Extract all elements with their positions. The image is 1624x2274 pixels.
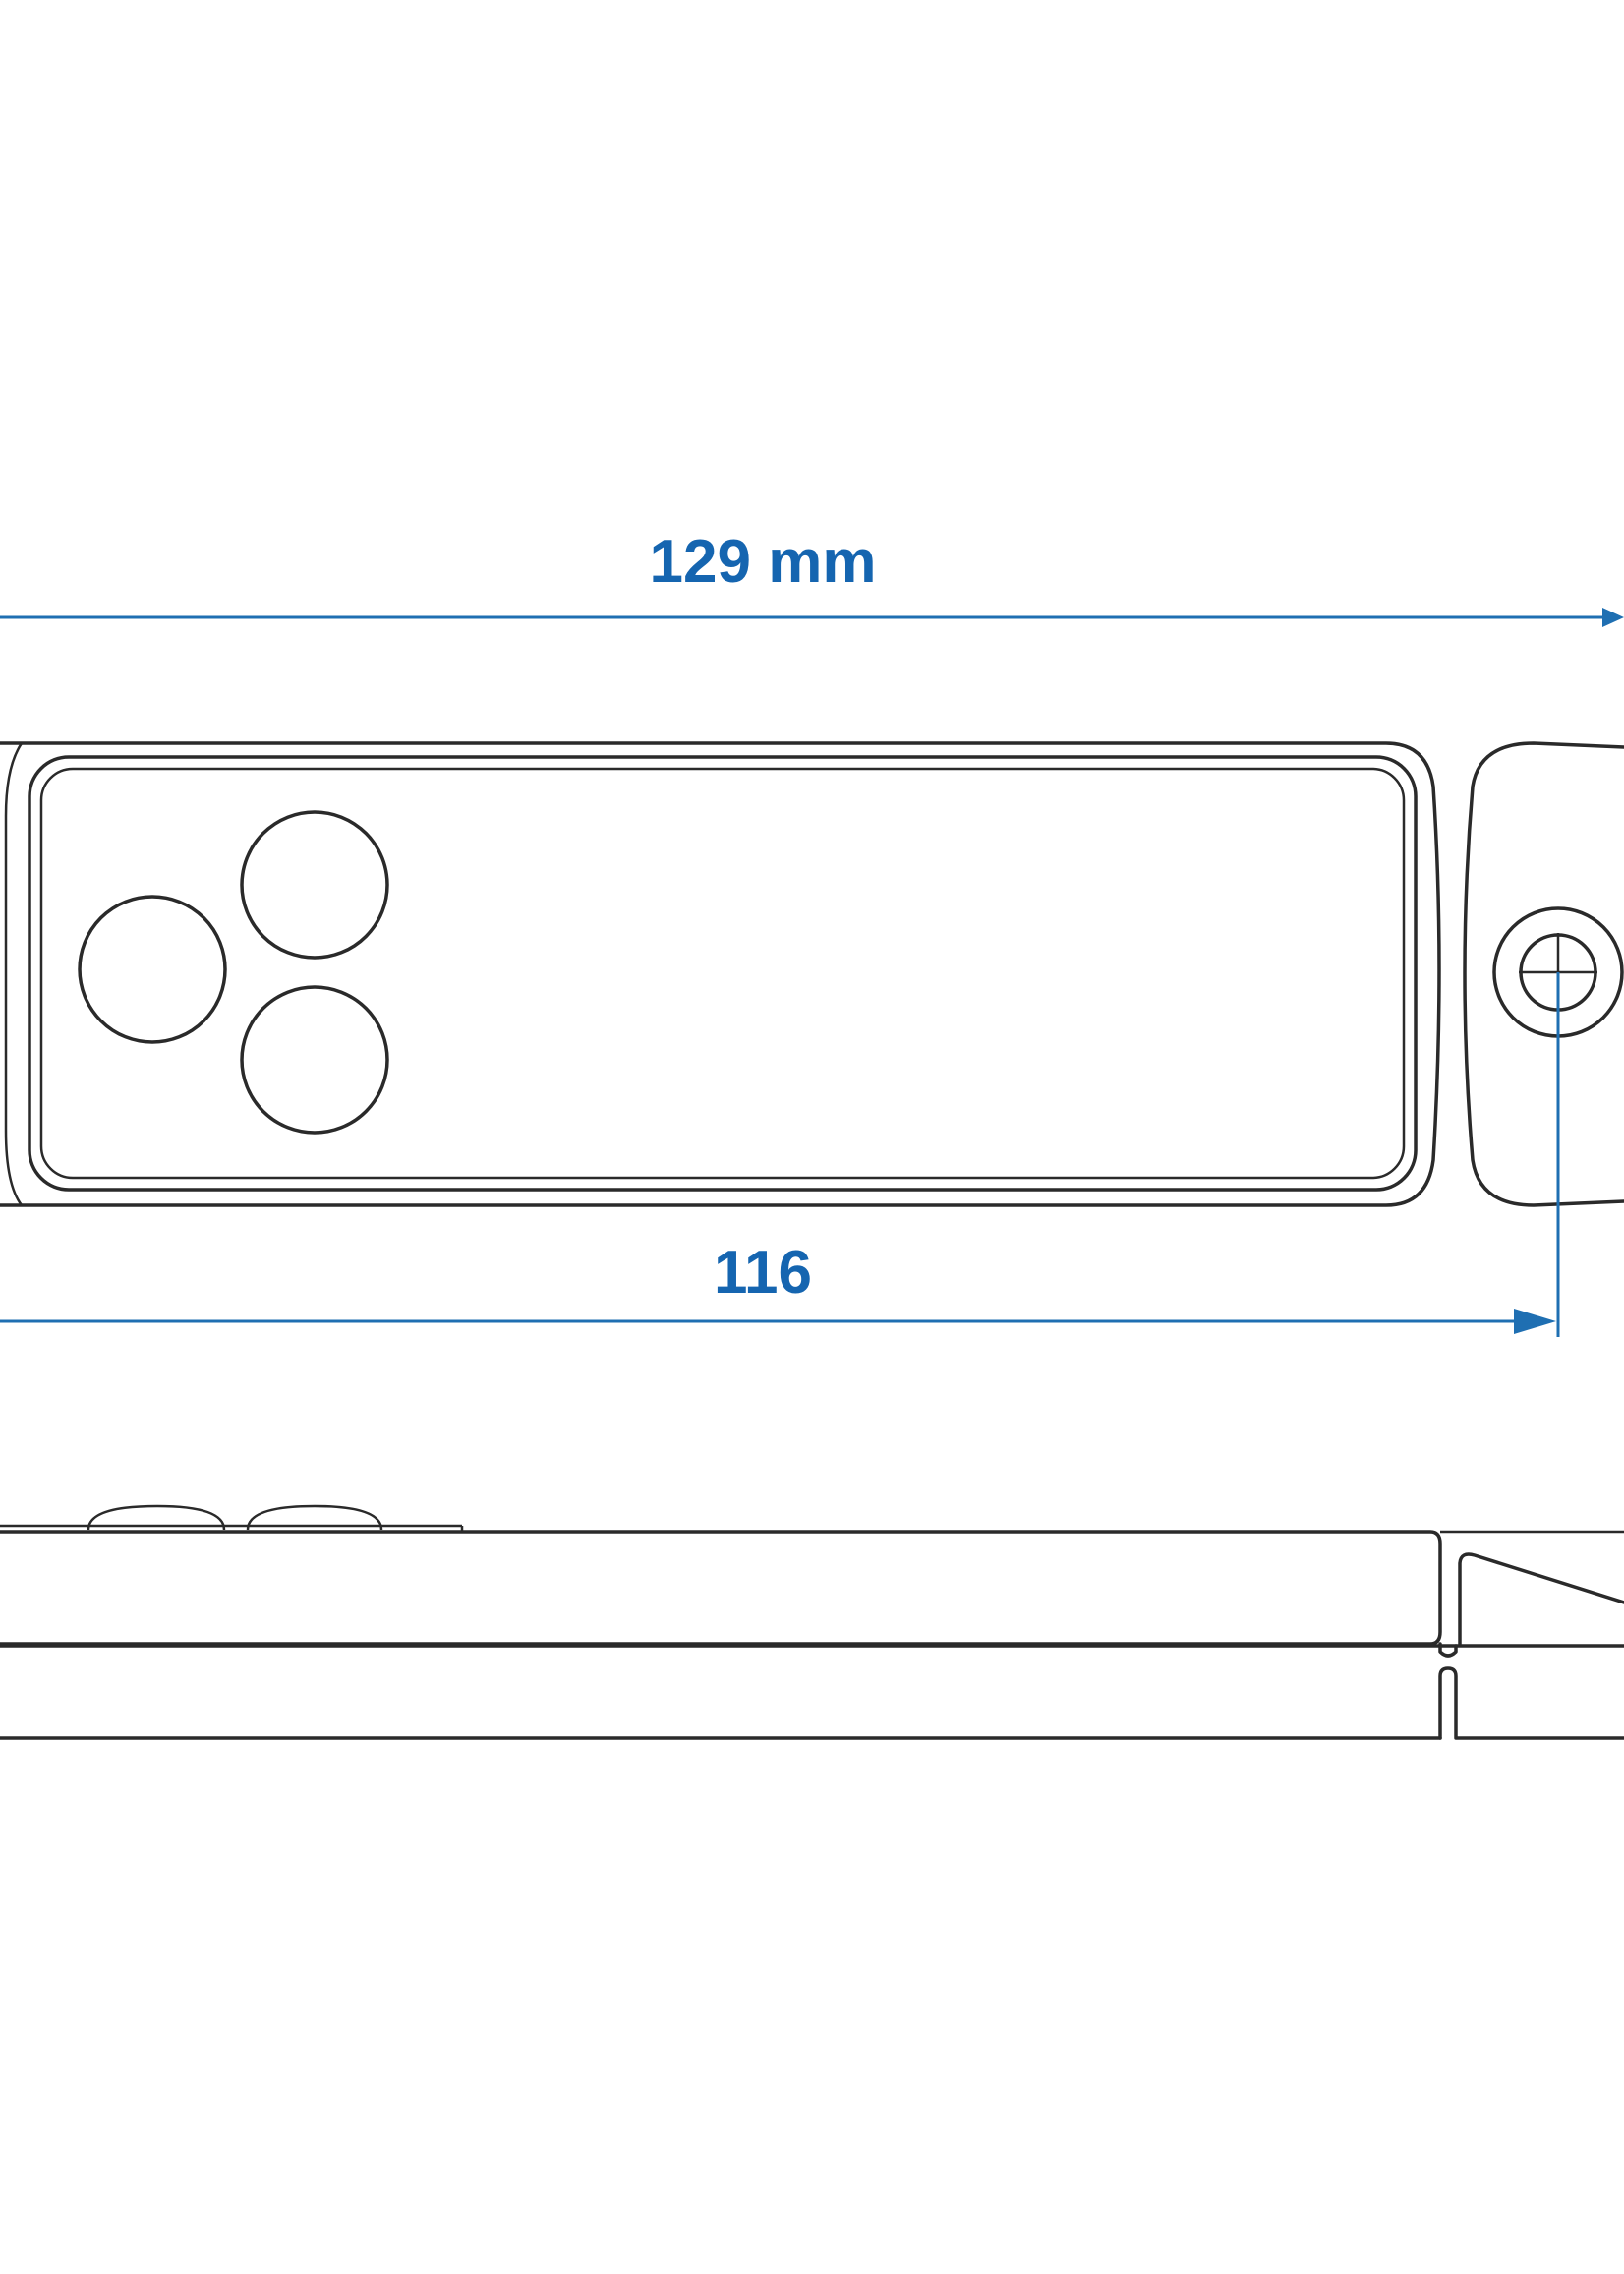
mounting-ear-outline	[1463, 741, 1624, 1207]
top-view	[0, 741, 1624, 1207]
dimension-label-hole-spacing: 116	[714, 1239, 812, 1307]
dimension-overall-length: 129 mm	[0, 528, 1624, 627]
arrowhead-right-hole-spacing	[1514, 1309, 1556, 1334]
base-plate-slot	[1438, 1666, 1624, 1740]
lens-panel-inner	[39, 767, 1406, 1180]
side-view	[0, 1504, 1624, 1740]
housing-outline	[0, 741, 1441, 1207]
arrowhead-right-overall	[1602, 608, 1624, 627]
lens-body-outline	[0, 1530, 1442, 1646]
led-dome-left	[87, 1504, 226, 1531]
base-plate-slot-top	[1438, 1642, 1458, 1658]
lens-panel	[28, 755, 1418, 1192]
led-circle-top	[240, 810, 389, 960]
led-circle-left	[78, 895, 227, 1044]
led-dome-right	[246, 1504, 383, 1531]
mounting-ear-wedge	[1458, 1552, 1624, 1646]
dimension-hole-spacing: 116	[0, 972, 1560, 1337]
led-circle-bottom	[240, 985, 389, 1135]
housing-inner-outline	[4, 742, 24, 1206]
dimension-label-overall: 129 mm	[650, 528, 877, 596]
